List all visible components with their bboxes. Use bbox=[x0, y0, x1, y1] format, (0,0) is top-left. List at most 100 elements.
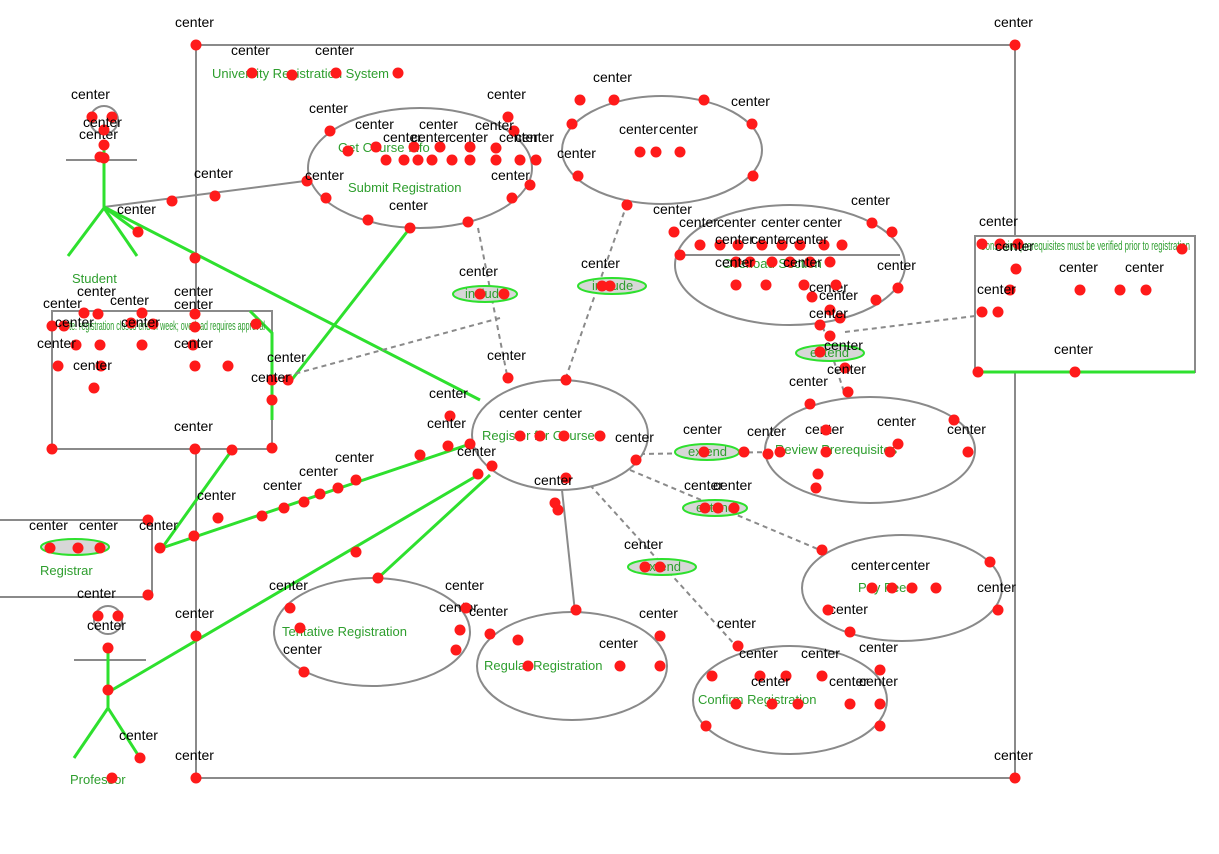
center-marker bbox=[372, 572, 384, 584]
center-marker bbox=[674, 249, 686, 261]
center-marker-label: center bbox=[581, 255, 620, 271]
center-marker-label: center bbox=[499, 129, 538, 145]
center-marker bbox=[266, 394, 278, 406]
center-marker bbox=[766, 698, 778, 710]
center-marker bbox=[994, 238, 1006, 250]
center-marker bbox=[189, 308, 201, 320]
center-marker bbox=[774, 446, 786, 458]
center-marker-label: center bbox=[83, 114, 122, 130]
center-marker bbox=[44, 542, 56, 554]
center-marker-label: center bbox=[615, 429, 654, 445]
center-marker bbox=[572, 170, 584, 182]
center-marker bbox=[992, 604, 1004, 616]
center-marker-label: center bbox=[174, 418, 213, 434]
center-marker bbox=[95, 360, 107, 372]
use-case-submit-registration[interactable]: Get Course Info Submit Registration bbox=[307, 107, 533, 229]
center-marker bbox=[1074, 284, 1086, 296]
center-marker bbox=[698, 94, 710, 106]
center-marker-label: center bbox=[487, 347, 526, 363]
actor-professor[interactable]: Professor bbox=[70, 605, 146, 787]
center-marker bbox=[484, 628, 496, 640]
center-marker-label: center bbox=[684, 477, 723, 493]
center-marker bbox=[301, 175, 313, 187]
center-marker bbox=[560, 374, 572, 386]
center-marker bbox=[508, 125, 520, 137]
center-marker bbox=[714, 239, 726, 251]
center-marker-label: center bbox=[117, 201, 156, 217]
center-marker-label: center bbox=[263, 477, 302, 493]
center-marker bbox=[188, 530, 200, 542]
include-stereotype-label: include bbox=[465, 286, 506, 301]
center-marker bbox=[266, 442, 278, 454]
center-marker-label: center bbox=[309, 100, 348, 116]
use-case-review-prerequisites[interactable]: Review Prerequisites bbox=[764, 396, 976, 504]
center-marker-label: center bbox=[110, 292, 149, 308]
center-marker bbox=[744, 256, 756, 268]
center-marker bbox=[930, 582, 942, 594]
center-marker bbox=[814, 319, 826, 331]
center-marker-label: center bbox=[475, 117, 514, 133]
center-marker bbox=[839, 362, 851, 374]
center-marker bbox=[209, 190, 221, 202]
center-marker-label: center bbox=[891, 557, 930, 573]
center-marker-label: center bbox=[457, 443, 496, 459]
use-case-label: Tentative Registration bbox=[282, 624, 407, 639]
center-marker-label: center bbox=[197, 487, 236, 503]
center-marker bbox=[552, 504, 564, 516]
note-text: Note: registration closes end of week; o… bbox=[60, 318, 265, 333]
center-marker bbox=[190, 39, 202, 51]
center-marker bbox=[534, 430, 546, 442]
center-marker bbox=[804, 256, 816, 268]
use-case-tentative-registration[interactable]: Tentative Registration bbox=[273, 577, 471, 687]
center-marker bbox=[278, 502, 290, 514]
center-marker bbox=[824, 304, 836, 316]
use-case-label: Pay Fees bbox=[858, 580, 913, 595]
center-marker-label: center bbox=[445, 577, 484, 593]
center-marker bbox=[694, 239, 706, 251]
center-marker-label: center bbox=[175, 605, 214, 621]
center-marker bbox=[226, 444, 238, 456]
center-marker bbox=[634, 146, 646, 158]
center-marker bbox=[398, 154, 410, 166]
use-case-regular-registration[interactable]: Regular Registration bbox=[476, 611, 668, 721]
center-marker-label: center bbox=[315, 42, 354, 58]
association-line bbox=[160, 449, 234, 549]
center-marker-label: center bbox=[977, 579, 1016, 595]
center-marker-label: center bbox=[37, 335, 76, 351]
association-line bbox=[111, 473, 479, 692]
center-marker bbox=[604, 280, 616, 292]
center-marker bbox=[650, 146, 662, 158]
center-marker bbox=[498, 288, 510, 300]
center-marker bbox=[760, 279, 772, 291]
use-case-pay-fees[interactable]: Pay Fees bbox=[801, 534, 1003, 642]
center-marker bbox=[699, 502, 711, 514]
center-marker bbox=[594, 430, 606, 442]
center-marker bbox=[836, 239, 848, 251]
center-marker-label: center bbox=[175, 747, 214, 763]
center-marker bbox=[92, 610, 104, 622]
center-marker-label: center bbox=[859, 639, 898, 655]
center-marker bbox=[94, 339, 106, 351]
center-marker bbox=[490, 142, 502, 154]
center-marker bbox=[870, 294, 882, 306]
center-marker bbox=[728, 502, 740, 514]
center-marker bbox=[1010, 263, 1022, 275]
center-marker bbox=[558, 430, 570, 442]
center-marker bbox=[730, 256, 742, 268]
center-marker bbox=[392, 67, 404, 79]
use-case-confirm-registration[interactable]: Confirm Registration bbox=[692, 645, 888, 755]
use-case-get-course-info[interactable] bbox=[561, 95, 763, 205]
center-marker bbox=[1009, 39, 1021, 51]
note-left: Note: registration closes end of week; o… bbox=[51, 309, 274, 450]
actor-name: Professor bbox=[70, 772, 126, 787]
center-marker bbox=[842, 386, 854, 398]
center-marker bbox=[698, 446, 710, 458]
center-marker bbox=[732, 239, 744, 251]
center-marker bbox=[822, 604, 834, 616]
note-right: Constraint: prerequisites must be verifi… bbox=[974, 235, 1196, 374]
center-marker bbox=[1176, 243, 1188, 255]
center-marker-label: center bbox=[659, 121, 698, 137]
center-marker bbox=[746, 118, 758, 130]
